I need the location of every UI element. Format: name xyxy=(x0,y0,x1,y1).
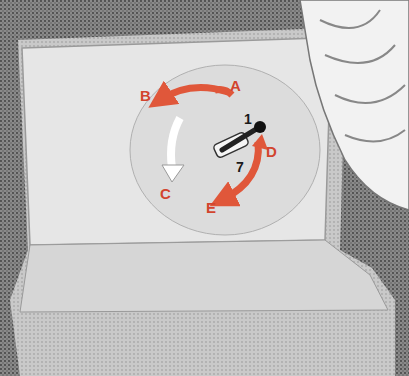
lever-knob xyxy=(254,121,266,133)
white-arrow-head xyxy=(162,165,184,182)
position-letter: D xyxy=(266,144,277,159)
rotation-arrow-head xyxy=(252,134,268,150)
rotation-arrow xyxy=(222,142,258,200)
rotation-arrow xyxy=(215,90,232,95)
position-letter: E xyxy=(206,200,216,215)
position-letter: A xyxy=(230,78,241,93)
callout-number: 7 xyxy=(236,160,244,174)
position-letter: C xyxy=(160,186,171,201)
position-letter: B xyxy=(140,88,151,103)
tunnel xyxy=(300,0,409,210)
callout-number: 1 xyxy=(244,112,252,126)
floor-mat xyxy=(22,38,330,245)
recess xyxy=(130,65,320,235)
seat-folds xyxy=(320,10,405,141)
white-arrow xyxy=(171,118,180,168)
mat-edge xyxy=(20,240,388,312)
lever xyxy=(222,128,258,150)
